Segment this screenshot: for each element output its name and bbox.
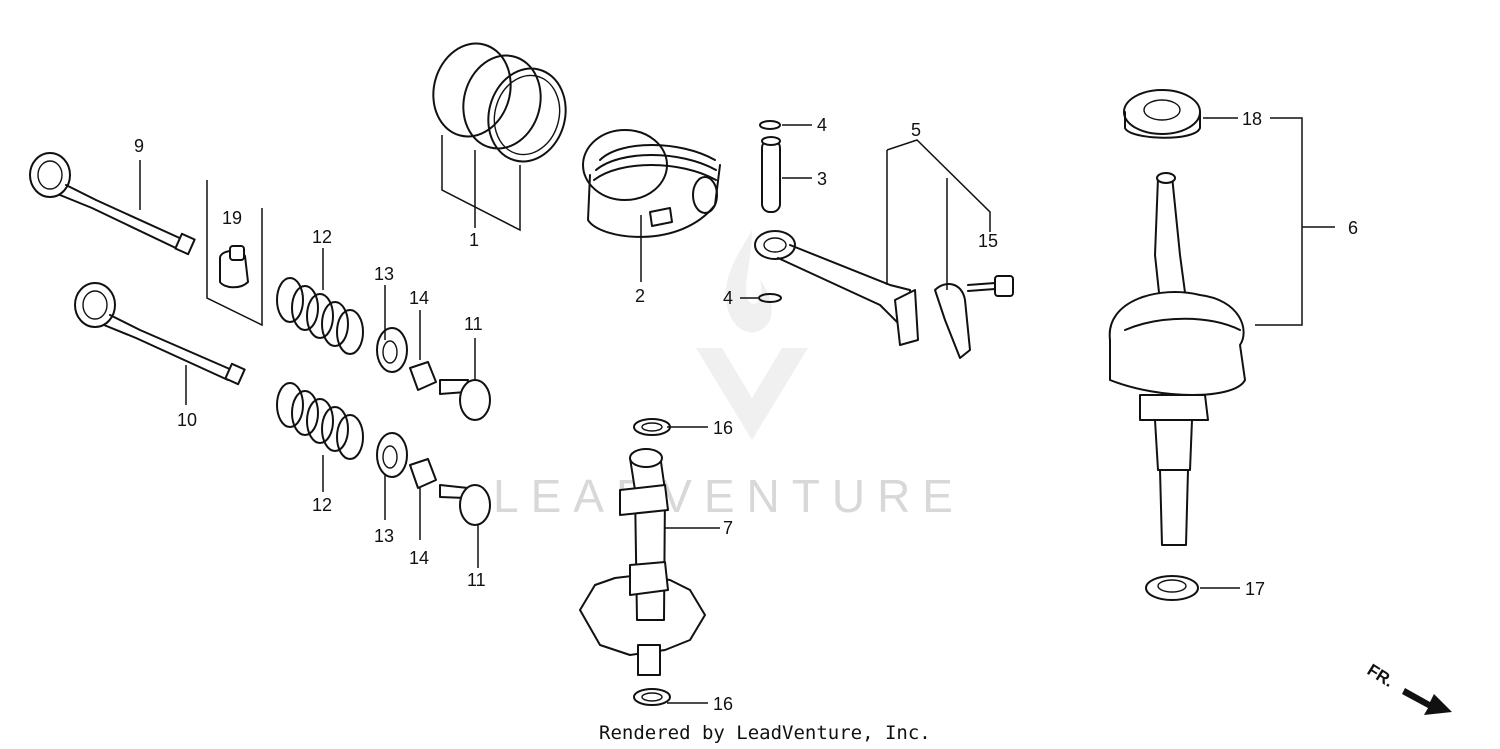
part-label-14-upper: 14 xyxy=(409,288,429,308)
spring-retainer-lower xyxy=(376,432,408,478)
piston-rings xyxy=(432,42,567,232)
watermark-logo xyxy=(696,230,808,440)
crankshaft-bearing xyxy=(1123,89,1201,139)
part-label-14-lower: 14 xyxy=(409,548,429,568)
camshaft xyxy=(579,448,706,676)
valve-collar-lower xyxy=(409,458,437,489)
part-label-7: 7 xyxy=(723,518,733,538)
rod-bolt xyxy=(967,275,1014,297)
camshaft-washer-lower xyxy=(633,688,671,706)
part-label-16-upper: 16 xyxy=(713,418,733,438)
part-label-19: 19 xyxy=(222,208,242,228)
camshaft-washer-upper xyxy=(633,418,671,436)
credit-text: Rendered by LeadVenture, Inc. xyxy=(599,722,931,744)
direction-label: FR. xyxy=(1364,660,1397,691)
part-label-16-lower: 16 xyxy=(713,694,733,714)
part-label-12-upper: 12 xyxy=(312,227,332,247)
part-label-6: 6 xyxy=(1348,218,1358,238)
tappet-lower xyxy=(439,484,491,526)
part-label-9: 9 xyxy=(134,136,144,156)
valve-collar-upper xyxy=(409,361,437,391)
direction-arrow: FR. xyxy=(1364,660,1452,715)
part-label-11-upper: 11 xyxy=(464,314,483,334)
part-label-17: 17 xyxy=(1245,579,1265,599)
watermark-text: LEADVENTURE xyxy=(493,470,965,522)
part-label-11-lower: 11 xyxy=(467,570,486,590)
rod-leader-lines xyxy=(886,139,991,290)
piston xyxy=(582,129,721,238)
part-label-5: 5 xyxy=(911,120,921,140)
part-label-4-upper: 4 xyxy=(817,115,827,135)
crankshaft-leader-lines xyxy=(1200,117,1335,589)
part-labels: 9 19 12 13 14 11 10 12 13 14 11 1 2 4 3 … xyxy=(134,109,1358,714)
part-label-3: 3 xyxy=(817,169,827,189)
oil-seal xyxy=(1145,575,1199,601)
piston-pin-clip-upper xyxy=(759,120,781,130)
part-label-13-lower: 13 xyxy=(374,526,394,546)
part-label-4-lower: 4 xyxy=(723,288,733,308)
piston-pin-clip-lower xyxy=(758,293,782,303)
tappet-upper xyxy=(439,379,491,421)
part-label-15: 15 xyxy=(978,231,998,251)
part-label-2: 2 xyxy=(635,286,645,306)
valve-spring-upper xyxy=(276,277,364,355)
piston-pin xyxy=(761,136,781,213)
part-label-13-upper: 13 xyxy=(374,264,394,284)
connecting-rod xyxy=(754,230,971,359)
spring-retainer-upper xyxy=(376,327,408,373)
valve-spring-lower xyxy=(276,382,364,460)
crankshaft xyxy=(1108,172,1246,546)
part-label-10: 10 xyxy=(177,410,197,430)
leader-lines xyxy=(139,124,812,704)
part-label-12-lower: 12 xyxy=(312,495,332,515)
valve-upper xyxy=(29,152,196,256)
valve-lower xyxy=(74,282,246,386)
valve-stem-seal xyxy=(206,180,263,327)
part-label-1: 1 xyxy=(469,230,479,250)
part-label-18: 18 xyxy=(1242,109,1262,129)
